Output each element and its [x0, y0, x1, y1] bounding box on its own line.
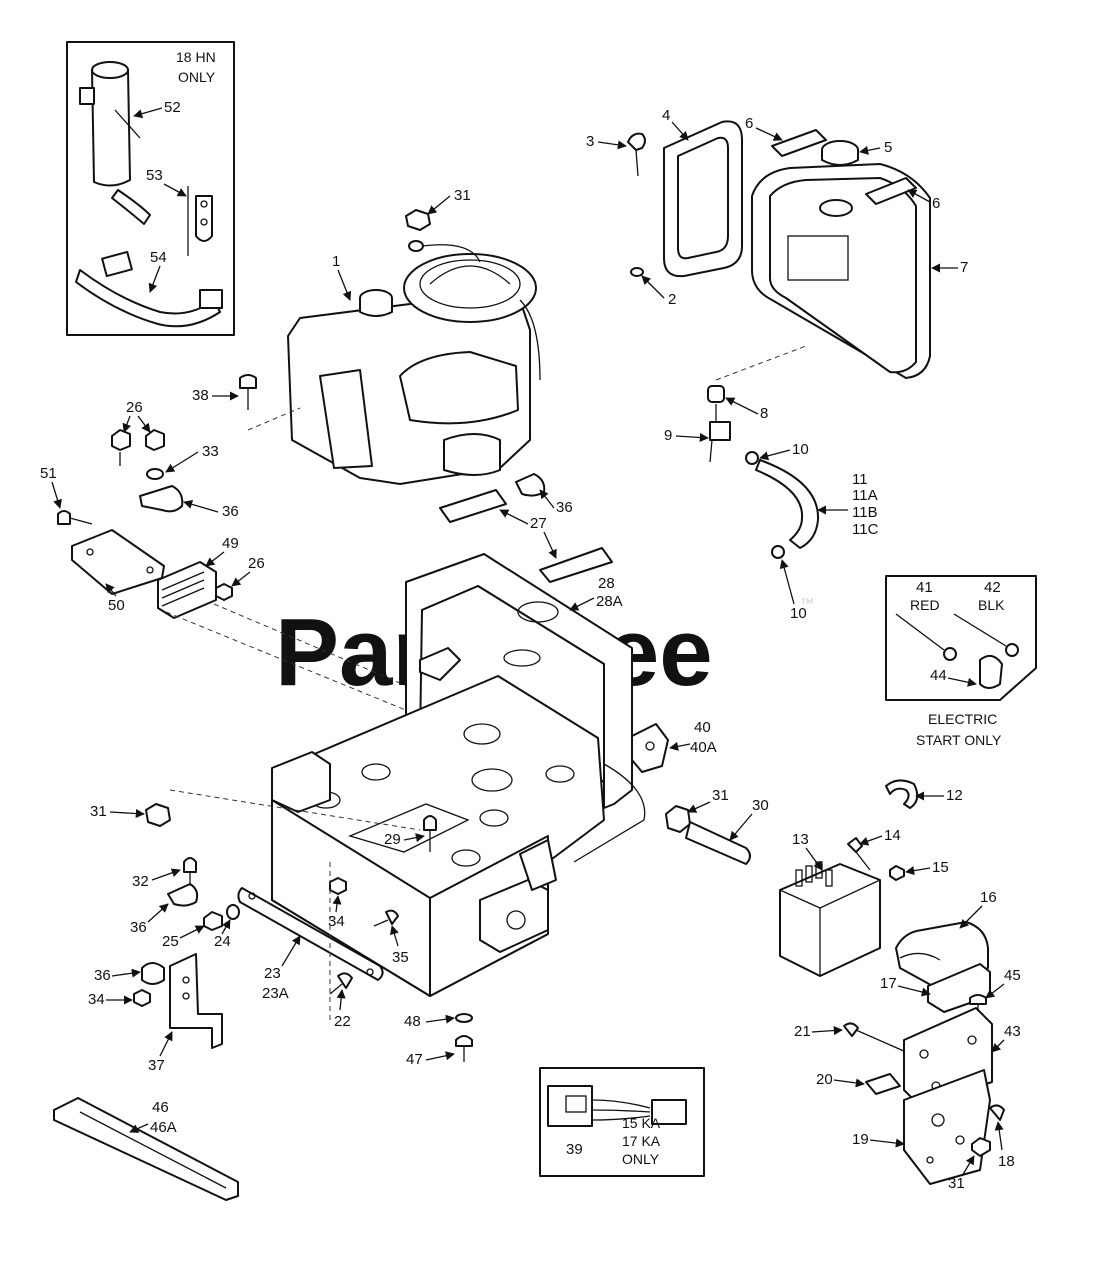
- label-4: 4: [662, 107, 670, 124]
- callouts: 1 2 3 4 5 6 6 7 8 9 10 10 11 11A 11B 11C…: [40, 99, 1021, 1192]
- frame-part: [271, 553, 669, 997]
- electric-line2: START ONLY: [916, 732, 1002, 748]
- electric-line1: ELECTRIC: [928, 711, 997, 727]
- fuel-line-group: [707, 345, 820, 559]
- label-23: 23: [264, 965, 281, 982]
- label-8: 8: [760, 405, 768, 422]
- label-43: 43: [1004, 1023, 1021, 1040]
- label-11c: 11C: [852, 521, 879, 538]
- fuel-tank-group: [627, 120, 931, 379]
- exhaust-pipe-part: [75, 250, 223, 328]
- label-21: 21: [794, 1023, 811, 1040]
- inset-18hn-line1: 18 HN: [176, 49, 216, 65]
- label-32: 32: [132, 873, 149, 890]
- label-10b: 10: [790, 605, 807, 622]
- label-28: 28: [598, 575, 615, 592]
- label-24: 24: [214, 933, 231, 950]
- label-53: 53: [146, 167, 163, 184]
- label-26b: 26: [248, 555, 265, 572]
- label-14: 14: [884, 827, 901, 844]
- label-34b: 34: [88, 991, 105, 1008]
- label-48: 48: [404, 1013, 421, 1030]
- label-45: 45: [1004, 967, 1021, 984]
- label-51: 51: [40, 465, 57, 482]
- label-49: 49: [222, 535, 239, 552]
- ka-line3: ONLY: [622, 1151, 660, 1167]
- label-52: 52: [164, 99, 181, 116]
- bolt-30: [665, 805, 751, 865]
- label-47: 47: [406, 1051, 423, 1068]
- label-36d: 36: [94, 967, 111, 984]
- label-33: 33: [202, 443, 219, 460]
- bolt-29: [423, 815, 437, 852]
- label-5: 5: [884, 139, 892, 156]
- label-36a: 36: [222, 503, 239, 520]
- label-41: 41: [916, 579, 933, 596]
- label-18: 18: [998, 1153, 1015, 1170]
- label-38: 38: [192, 387, 209, 404]
- label-36b: 36: [556, 499, 573, 516]
- label-11: 11: [852, 471, 868, 488]
- label-23a: 23A: [262, 985, 289, 1002]
- bracket-part: [187, 186, 213, 256]
- label-3: 3: [586, 133, 594, 150]
- label-19: 19: [852, 1131, 869, 1148]
- nut-31-left: [145, 803, 171, 827]
- inset-18hn-line2: ONLY: [178, 69, 216, 85]
- label-15: 15: [932, 859, 949, 876]
- label-31a: 31: [454, 187, 471, 204]
- decals-27: [439, 473, 613, 583]
- label-34a: 34: [328, 913, 345, 930]
- trademark-symbol: ™: [800, 595, 814, 611]
- label-7: 7: [960, 259, 968, 276]
- ka-line2: 17 KA: [622, 1133, 661, 1149]
- label-17: 17: [880, 975, 897, 992]
- inset-electric-start: 41 42 RED BLK ELECTRIC START ONLY: [885, 575, 1037, 748]
- label-1: 1: [332, 253, 340, 270]
- label-26a: 26: [126, 399, 143, 416]
- label-12: 12: [946, 787, 963, 804]
- label-2: 2: [668, 291, 676, 308]
- label-42: 42: [984, 579, 1001, 596]
- label-54: 54: [150, 249, 167, 266]
- label-11a: 11A: [852, 487, 878, 504]
- label-20: 20: [816, 1071, 833, 1088]
- label-44: 44: [930, 667, 947, 684]
- label-31b: 31: [90, 803, 107, 820]
- lower-left-group: [53, 857, 473, 1201]
- label-28a: 28A: [596, 593, 623, 610]
- label-9: 9: [664, 427, 672, 444]
- label-29: 29: [384, 831, 401, 848]
- label-35: 35: [392, 949, 409, 966]
- wire-blk-label: BLK: [978, 597, 1005, 613]
- label-6a: 6: [745, 115, 753, 132]
- left-parts-group: [57, 429, 441, 721]
- label-22: 22: [334, 1013, 351, 1030]
- label-16: 16: [980, 889, 997, 906]
- label-13: 13: [792, 831, 809, 848]
- label-46: 46: [152, 1099, 169, 1116]
- inset-15ka: 15 KA 17 KA ONLY: [539, 1067, 705, 1177]
- label-39: 39: [566, 1141, 583, 1158]
- label-10a: 10: [792, 441, 809, 458]
- engine-part: [239, 209, 541, 485]
- label-25: 25: [162, 933, 179, 950]
- label-40a: 40A: [690, 739, 717, 756]
- label-11b: 11B: [852, 504, 878, 521]
- ka-line1: 15 KA: [622, 1115, 661, 1131]
- label-27: 27: [530, 515, 547, 532]
- label-36c: 36: [130, 919, 147, 936]
- label-30: 30: [752, 797, 769, 814]
- label-50: 50: [108, 597, 125, 614]
- label-46a: 46A: [150, 1119, 177, 1136]
- label-31c: 31: [712, 787, 729, 804]
- muffler-part: [79, 61, 151, 225]
- wire-red-label: RED: [910, 597, 940, 613]
- battery-group: [779, 779, 1005, 1185]
- label-37: 37: [148, 1057, 165, 1074]
- label-6b: 6: [932, 195, 940, 212]
- label-31d: 31: [948, 1175, 965, 1192]
- label-40: 40: [694, 719, 711, 736]
